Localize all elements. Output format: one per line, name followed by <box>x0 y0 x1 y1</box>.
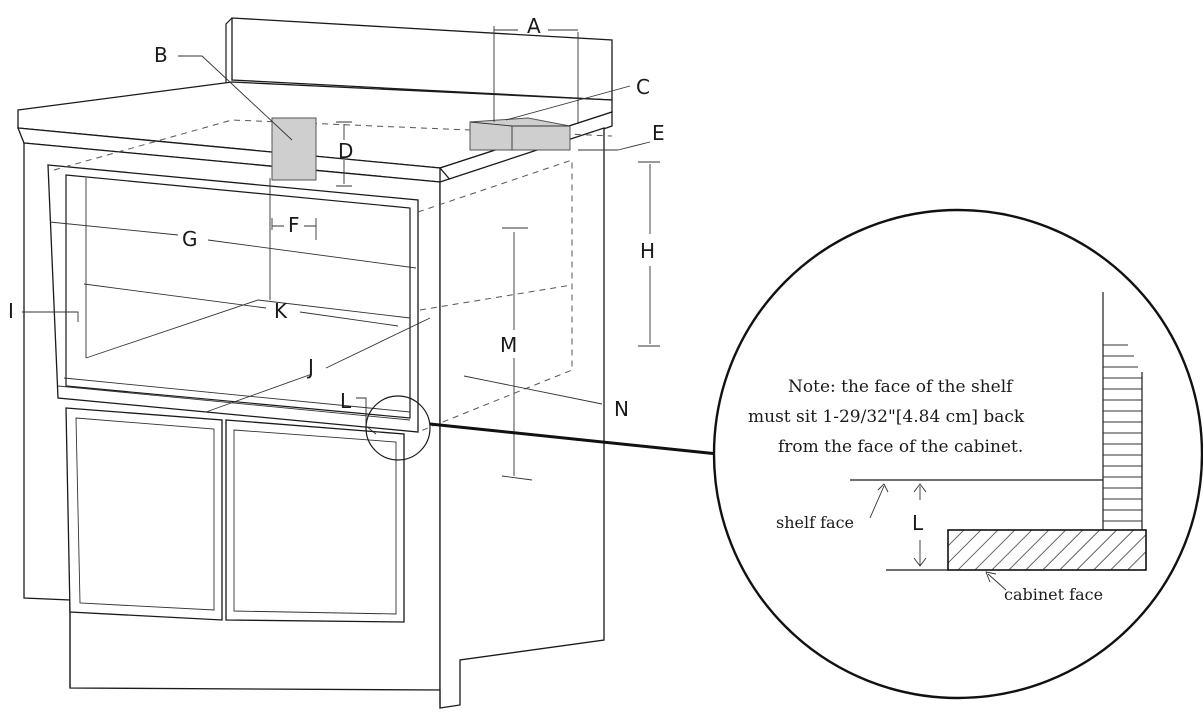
detail-callout: L Note: the face of the shelf must sit 1… <box>365 208 1203 700</box>
shelf-face-label: shelf face <box>776 513 854 532</box>
label-e: E <box>652 121 665 145</box>
callout-circle-small <box>365 395 431 461</box>
label-c: C <box>636 75 650 99</box>
label-k: K <box>274 299 288 323</box>
note-line-3: from the face of the cabinet. <box>778 437 1023 457</box>
wall-stripes <box>1103 344 1142 522</box>
label-h: H <box>640 239 655 263</box>
label-j: J <box>306 355 314 379</box>
dimension-labels: A B C D E F G H I J K L M N <box>8 14 665 421</box>
dimension-lines <box>22 26 660 481</box>
label-a: A <box>527 14 541 38</box>
label-n: N <box>614 397 629 421</box>
note-line-2: must sit 1-29/32"[4.84 cm] back <box>748 407 1025 427</box>
label-l: L <box>340 389 352 413</box>
zone-c <box>469 117 571 151</box>
label-g: G <box>182 227 198 251</box>
label-i: I <box>8 299 14 323</box>
label-b: B <box>154 43 168 67</box>
detail-dimension-label: L <box>912 511 924 535</box>
cabinet <box>17 17 613 709</box>
cabinet-face-block <box>947 529 1147 571</box>
label-m: M <box>500 333 517 357</box>
left-door <box>65 407 223 621</box>
right-door <box>225 419 405 623</box>
cabinet-side <box>439 127 605 709</box>
callout-connector <box>429 422 719 456</box>
cavity-frame <box>47 164 419 433</box>
cabinet-face-label: cabinet face <box>1004 585 1103 604</box>
label-d: D <box>338 139 353 163</box>
detail-circle <box>712 208 1203 700</box>
label-f: F <box>288 213 300 237</box>
note-line-1: Note: the face of the shelf <box>788 377 1014 397</box>
